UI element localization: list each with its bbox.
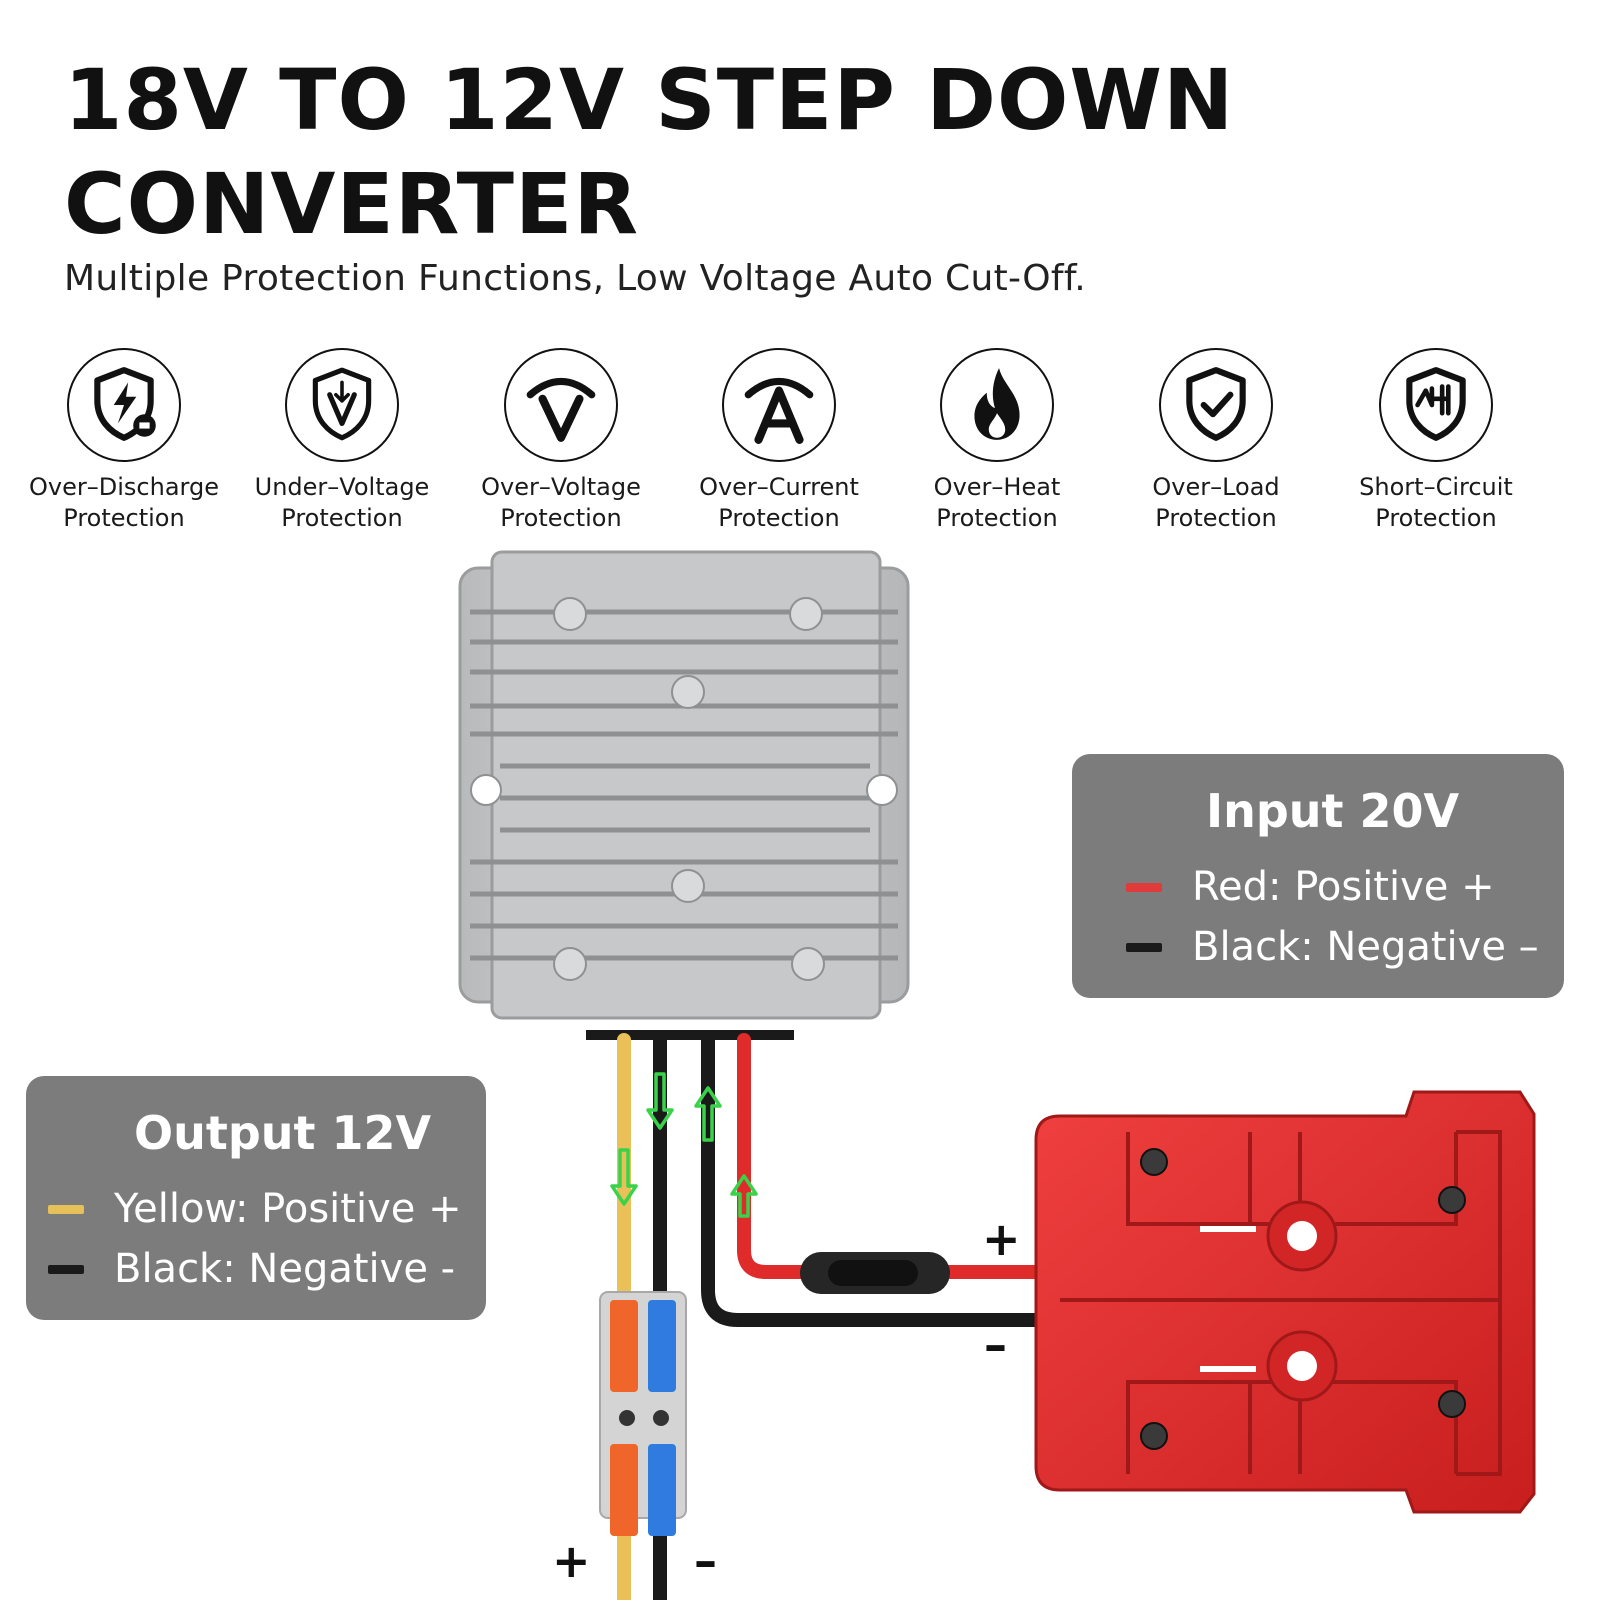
- feature-label-line1: Over–Heat: [933, 473, 1061, 501]
- feature-label-line2: Protection: [63, 504, 185, 532]
- feature-label: Over–Discharge Protection: [18, 472, 230, 534]
- output-row-yellow: Yellow: Positive +: [48, 1186, 462, 1232]
- feature-over-discharge: Over–Discharge Protection: [18, 348, 230, 534]
- title-line-1: 18V TO 12V STEP DOWN: [64, 51, 1235, 149]
- feature-label-line1: Over–Current: [699, 473, 859, 501]
- current-a-icon: [744, 378, 814, 444]
- feature-icon-ring: [67, 348, 181, 462]
- black-wire-swatch: [1126, 942, 1162, 952]
- feature-icon-ring: [940, 348, 1054, 462]
- output-row-label: Yellow: Positive +: [114, 1186, 462, 1232]
- battery-adapter: [1034, 1090, 1536, 1514]
- shield-v-arrow-icon: [312, 367, 372, 441]
- output-minus-sign: –: [694, 1534, 717, 1588]
- feature-icon-ring: [1159, 348, 1273, 462]
- title-line-2: CONVERTER: [64, 155, 640, 253]
- battery-plus-sign: +: [982, 1212, 1021, 1266]
- red-wire-swatch: [1126, 882, 1162, 892]
- feature-label-line2: Protection: [718, 504, 840, 532]
- feature-over-current: Over–Current Protection: [673, 348, 885, 534]
- feature-label-line1: Over–Voltage: [481, 473, 641, 501]
- shield-lightning-icon: [94, 367, 156, 441]
- feature-label: Over–Current Protection: [673, 472, 885, 534]
- feature-label: Short–Circuit Protection: [1330, 472, 1542, 534]
- feature-over-load: Over–Load Protection: [1110, 348, 1322, 534]
- feature-label-line2: Protection: [1375, 504, 1497, 532]
- feature-under-voltage: Under–Voltage Protection: [236, 348, 448, 534]
- page-title: 18V TO 12V STEP DOWN CONVERTER: [64, 48, 1564, 256]
- feature-short-circuit: Short–Circuit Protection: [1330, 348, 1542, 534]
- output-panel-title: Output 12V: [134, 1106, 432, 1160]
- input-row-label: Black: Negative –: [1192, 924, 1539, 970]
- output-panel: Output 12V Yellow: Positive + Black: Neg…: [26, 1076, 486, 1320]
- feature-over-voltage: Over–Voltage Protection: [455, 348, 667, 534]
- feature-label: Over–Heat Protection: [891, 472, 1103, 534]
- shield-circuit-icon: [1406, 367, 1466, 441]
- feature-icon-ring: [722, 348, 836, 462]
- feature-icon-ring: [504, 348, 618, 462]
- feature-label-line1: Short–Circuit: [1359, 473, 1513, 501]
- input-row-red: Red: Positive +: [1126, 864, 1495, 910]
- inline-fuse: [800, 1252, 950, 1294]
- converter-housing: [458, 550, 910, 1040]
- output-row-black: Black: Negative -: [48, 1246, 455, 1292]
- page-subtitle: Multiple Protection Functions, Low Volta…: [64, 258, 1086, 299]
- feature-label-line1: Over–Discharge: [29, 473, 219, 501]
- input-row-label: Red: Positive +: [1192, 864, 1495, 910]
- output-row-label: Black: Negative -: [114, 1246, 456, 1292]
- feature-label-line1: Over–Load: [1152, 473, 1280, 501]
- feature-label-line2: Protection: [500, 504, 622, 532]
- feature-label-line2: Protection: [936, 504, 1058, 532]
- output-plus-sign: +: [552, 1534, 591, 1588]
- feature-label: Under–Voltage Protection: [236, 472, 448, 534]
- feature-over-heat: Over–Heat Protection: [891, 348, 1103, 534]
- shield-check-icon: [1186, 367, 1246, 441]
- input-panel: Input 20V Red: Positive + Black: Negativ…: [1072, 754, 1564, 998]
- feature-icon-ring: [1379, 348, 1493, 462]
- feature-label: Over–Load Protection: [1110, 472, 1322, 534]
- flow-arrows: [610, 1072, 758, 1218]
- feature-icon-ring: [285, 348, 399, 462]
- voltage-v-icon: [526, 378, 596, 442]
- battery-minus-sign: –: [984, 1318, 1007, 1372]
- feature-label-line2: Protection: [1155, 504, 1277, 532]
- feature-label-line2: Protection: [281, 504, 403, 532]
- feature-label-line1: Under–Voltage: [254, 473, 430, 501]
- feature-label: Over–Voltage Protection: [455, 472, 667, 534]
- input-row-black: Black: Negative –: [1126, 924, 1539, 970]
- black-wire-swatch: [48, 1264, 84, 1274]
- terminal-block-connector: [599, 1291, 687, 1536]
- input-panel-title: Input 20V: [1206, 784, 1460, 838]
- flame-icon: [974, 368, 1020, 440]
- yellow-wire-swatch: [48, 1204, 84, 1214]
